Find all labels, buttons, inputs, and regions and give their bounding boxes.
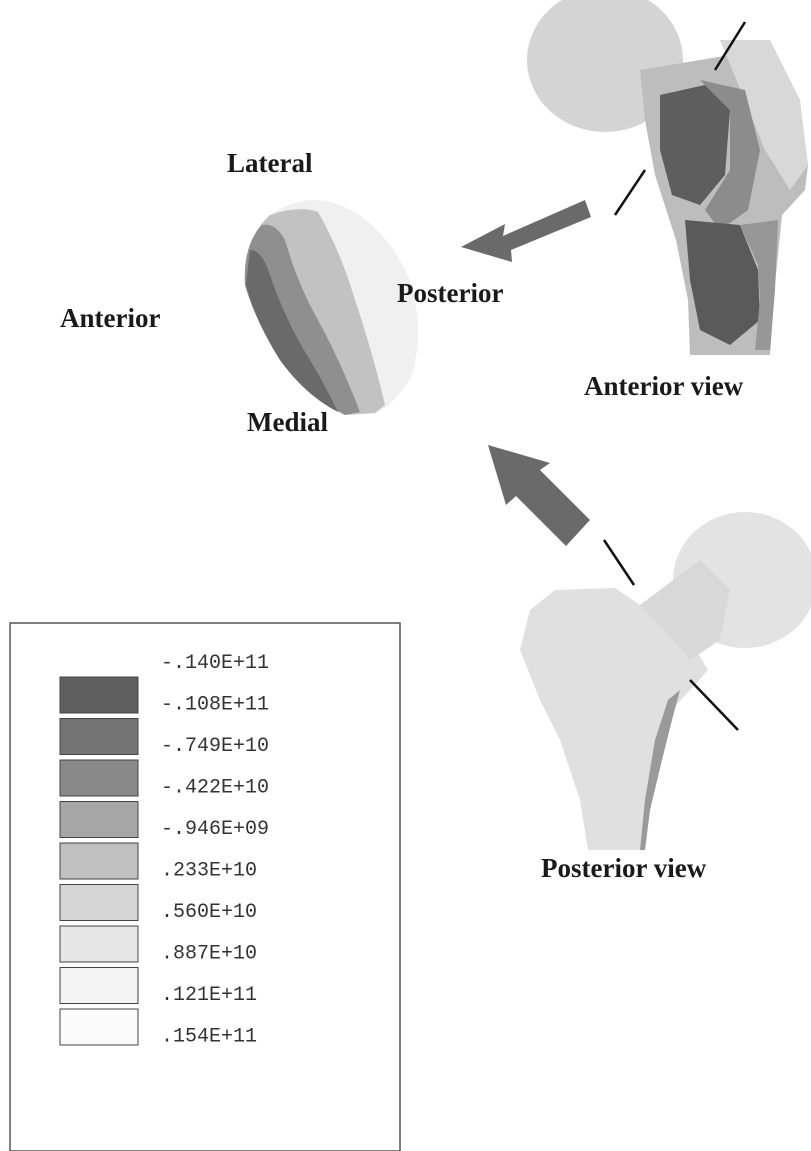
arrow-from-anterior [461, 200, 591, 262]
label-posterior-view: Posterior view [541, 853, 707, 883]
legend-value-4: -.946E+09 [161, 818, 269, 841]
legend-swatch-5 [60, 885, 138, 921]
cross-section [245, 200, 418, 415]
legend-swatch-4 [60, 843, 138, 879]
legend-value-3: -.422E+10 [161, 777, 269, 800]
legend-swatch-3 [60, 802, 138, 838]
posterior-cut-line-upper [604, 540, 634, 585]
anterior-view-femur [527, 0, 808, 355]
arrow-posterior-shape [488, 445, 590, 546]
label-anterior: Anterior [60, 303, 160, 333]
legend-value-8: .121E+11 [161, 984, 257, 1007]
legend-value-5: .233E+10 [161, 860, 257, 883]
posterior-cut-line-lower [690, 680, 738, 730]
legend-swatch-8 [60, 1009, 138, 1045]
stress-legend: -.140E+11 -.108E+11 -.749E+10 -.422E+10 -.94… [10, 623, 400, 1151]
label-posterior: Posterior [397, 278, 503, 308]
legend-swatch-2 [60, 760, 138, 796]
legend-swatch-6 [60, 926, 138, 962]
legend-swatch-0 [60, 677, 138, 713]
legend-value-2: -.749E+10 [161, 735, 269, 758]
legend-value-7: .887E+10 [161, 943, 257, 966]
label-anterior-view: Anterior view [584, 371, 744, 401]
arrow-anterior-shape [461, 200, 591, 262]
legend-value-9: .154E+11 [161, 1026, 257, 1049]
legend-swatch-7 [60, 968, 138, 1004]
label-lateral: Lateral [227, 148, 313, 178]
legend-swatches [60, 677, 138, 1045]
legend-value-0: -.140E+11 [161, 652, 269, 675]
arrow-from-posterior [488, 445, 590, 546]
legend-swatch-1 [60, 719, 138, 755]
legend-value-1: -.108E+11 [161, 694, 269, 717]
legend-value-6: .560E+10 [161, 901, 257, 924]
label-medial: Medial [247, 407, 328, 437]
anterior-cut-line-lower [615, 170, 645, 215]
posterior-view-femur [520, 512, 811, 850]
